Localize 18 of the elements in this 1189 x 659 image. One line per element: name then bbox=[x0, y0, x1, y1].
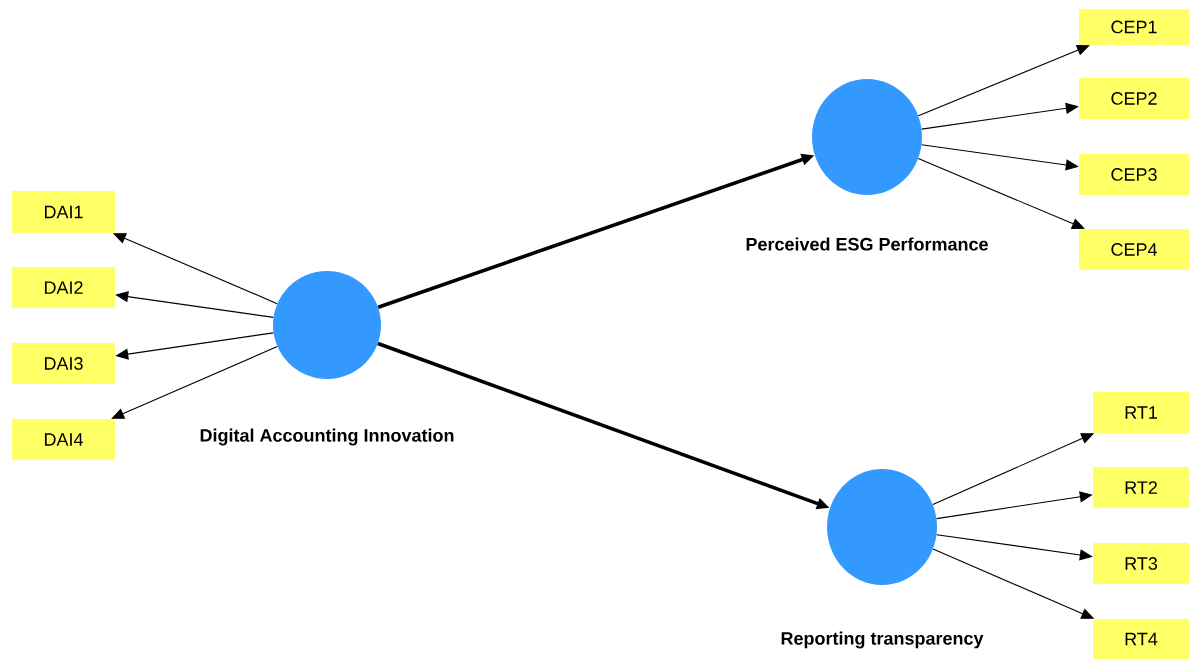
arrow bbox=[111, 346, 278, 419]
indicator-box: CEP4 bbox=[1079, 229, 1189, 270]
indicator-box: RT1 bbox=[1093, 392, 1189, 433]
indicator-box: RT4 bbox=[1093, 619, 1189, 659]
construct-label: Perceived ESG Performance bbox=[746, 237, 988, 251]
indicator-box: DAI1 bbox=[12, 191, 115, 233]
indicator-box: RT3 bbox=[1093, 543, 1189, 584]
construct-label: Reporting transparency bbox=[781, 631, 984, 649]
indicator-box: DAI4 bbox=[12, 419, 115, 460]
indicator-box: DAI2 bbox=[12, 267, 115, 308]
indicator-box: DAI3 bbox=[12, 343, 115, 384]
indicator-box: CEP2 bbox=[1079, 78, 1189, 119]
indicator-box: CEP1 bbox=[1079, 9, 1189, 45]
arrow bbox=[917, 158, 1085, 229]
arrow bbox=[917, 44, 1090, 117]
indicator-box: RT2 bbox=[1093, 467, 1189, 508]
construct-label: Digital Accounting Innovation bbox=[200, 428, 454, 446]
indicator-box: CEP3 bbox=[1079, 154, 1189, 195]
